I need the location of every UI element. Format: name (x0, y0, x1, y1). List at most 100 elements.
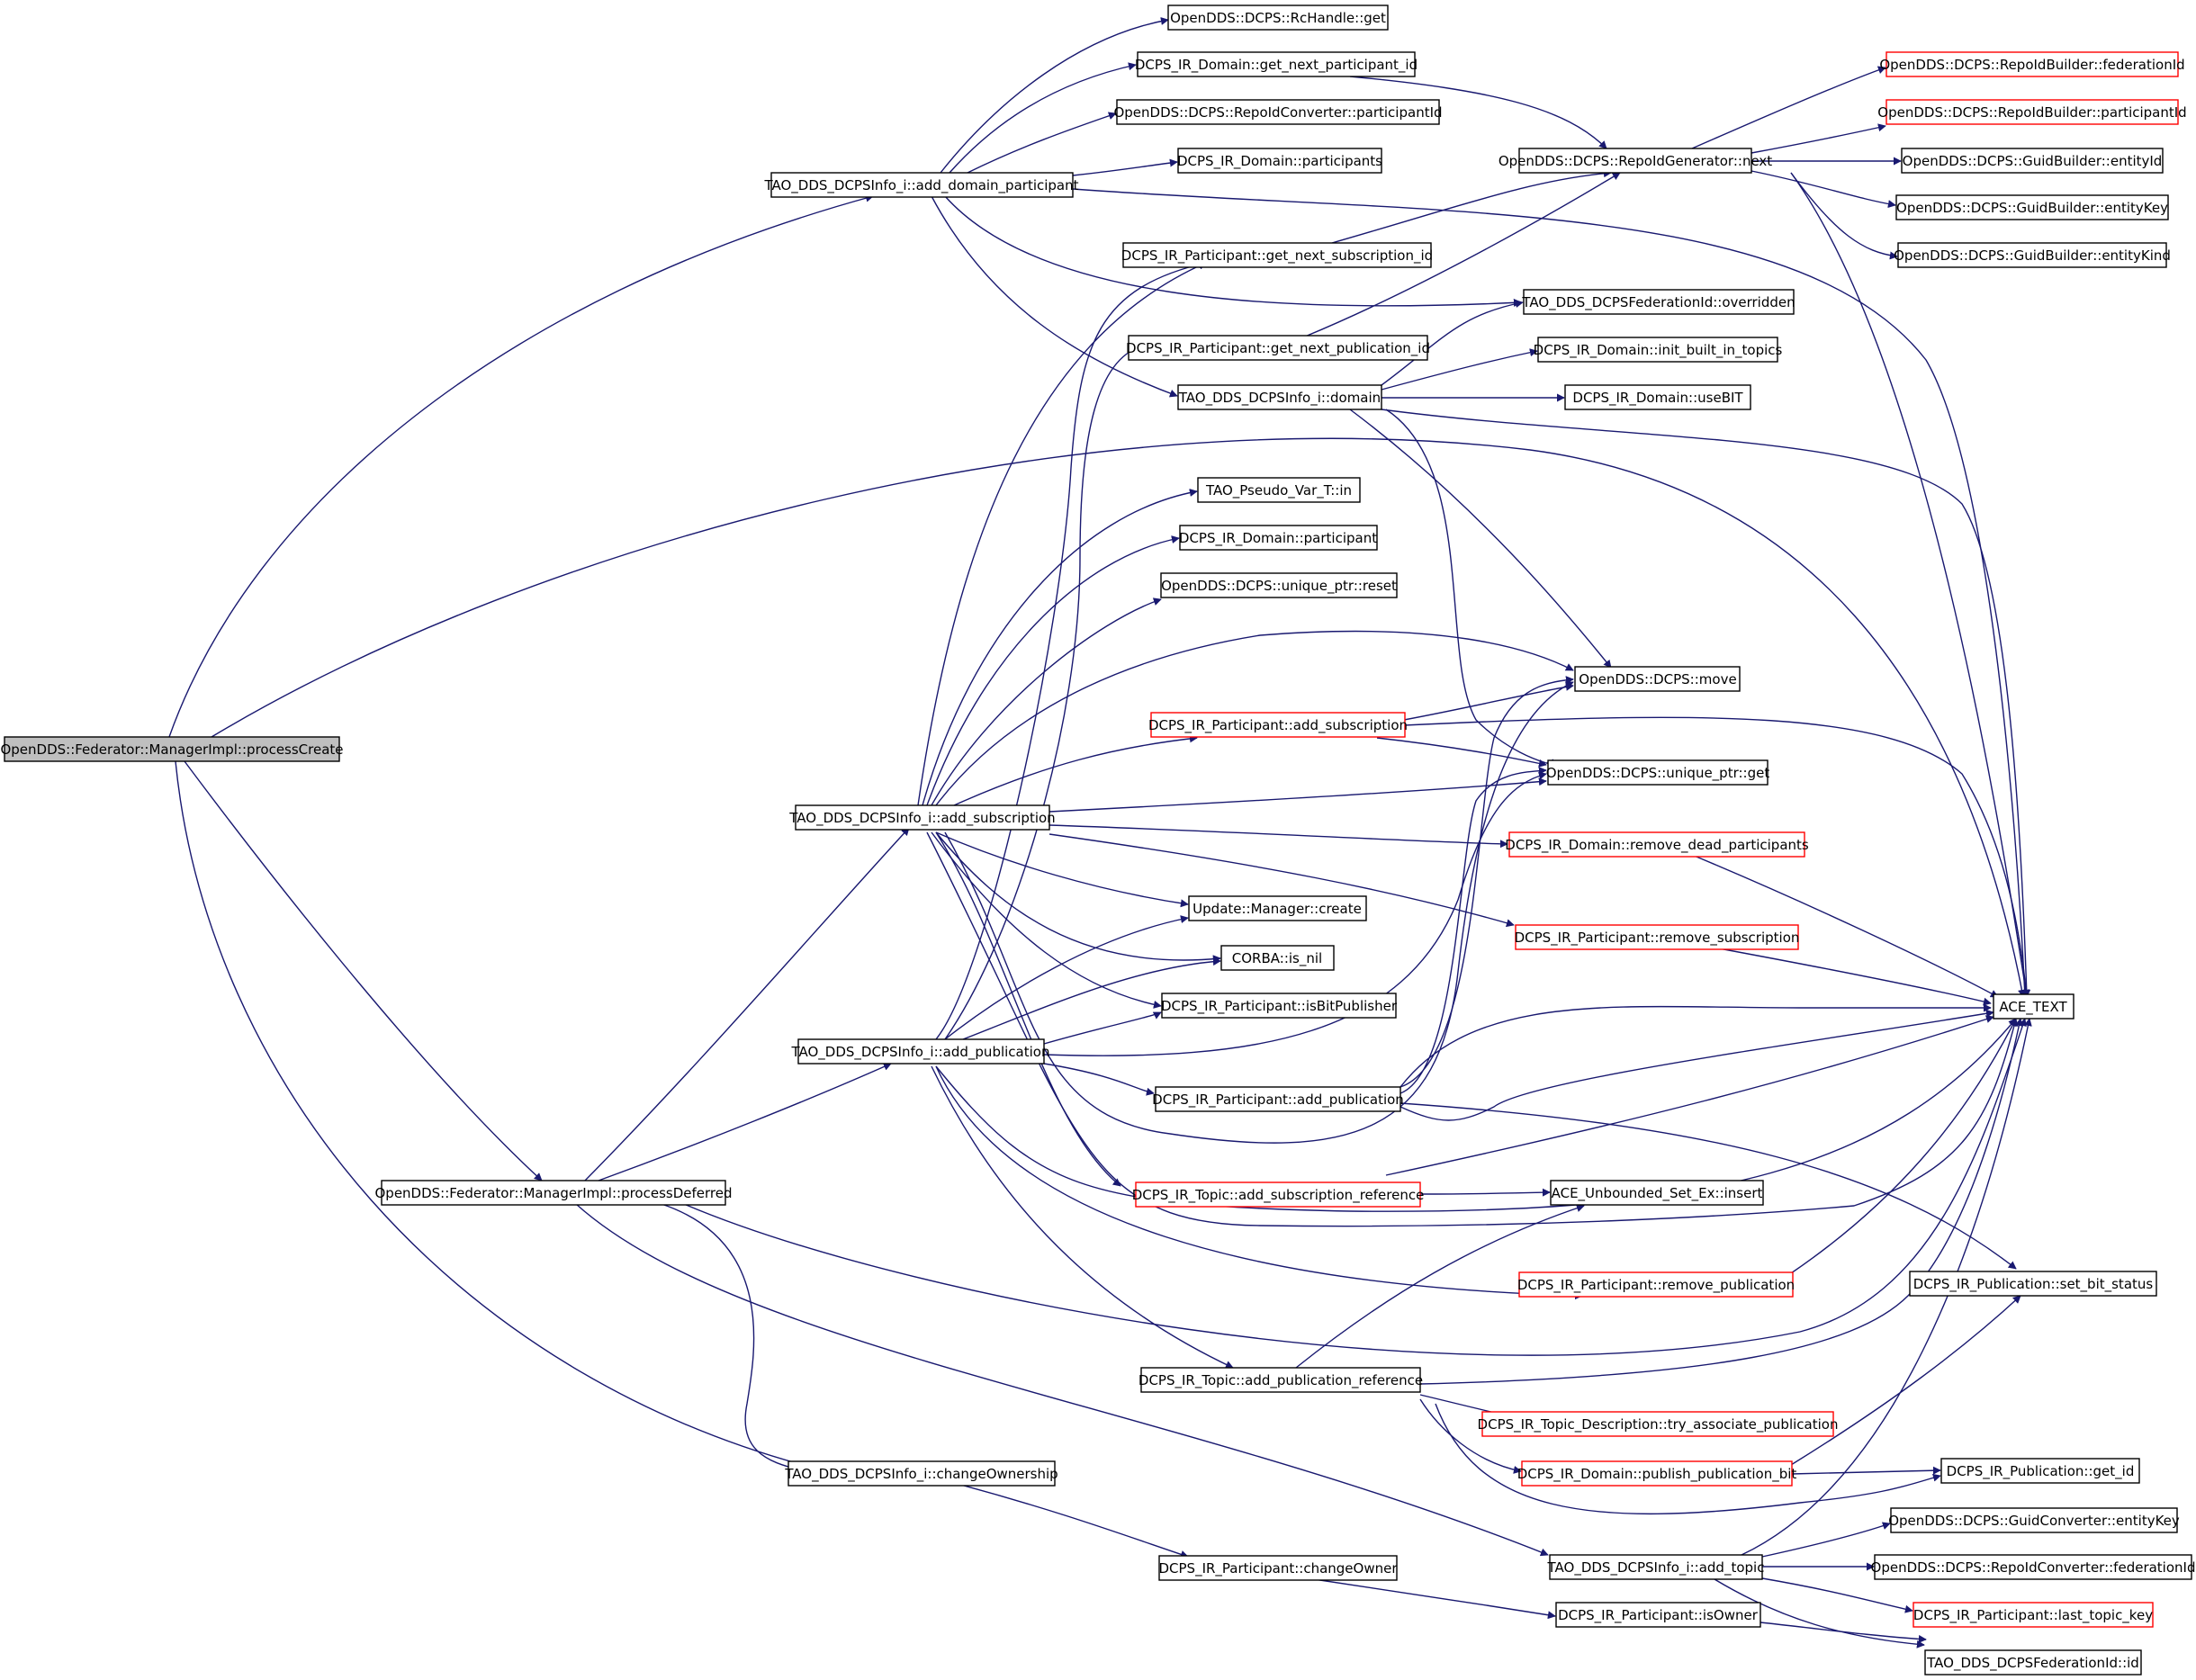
node-domain-init-built-in-topics[interactable]: DCPS_IR_Domain::init_built_in_topics (1534, 337, 1783, 363)
edge-addpub-get-next-subscription-id (935, 260, 1207, 1040)
node-label: DCPS_IR_Domain::publish_publication_bit (1517, 1466, 1797, 1483)
node-unbounded-set-insert[interactable]: ACE_Unbounded_Set_Ex::insert (1550, 1180, 1764, 1206)
node-repoidbuilder-federationid[interactable]: OpenDDS::DCPS::RepoIdBuilder::federation… (1879, 51, 2185, 77)
node-guidbuilder-entityid[interactable]: OpenDDS::DCPS::GuidBuilder::entityId (1901, 148, 2164, 174)
edge-changeownership-changeowner (953, 1482, 1189, 1559)
edge-removedead-ace-text (1691, 854, 1999, 998)
edge-publishpubbit-publication-get-id (1790, 1466, 1941, 1475)
node-unique-ptr-get[interactable]: OpenDDS::DCPS::unique_ptr::get (1546, 759, 1770, 786)
edge-infodomain-federationid-overridden (1381, 300, 1524, 386)
node-repoidconverter-federationid[interactable]: OpenDDS::DCPS::RepoIdConverter::federati… (1871, 1554, 2196, 1580)
node-label: DCPS_IR_Topic_Description::try_associate… (1478, 1416, 1839, 1433)
node-federationid-id[interactable]: TAO_DDS_DCPSFederationId::id (1924, 1649, 2142, 1676)
node-participant-add-publication[interactable]: DCPS_IR_Participant::add_publication (1152, 1086, 1404, 1112)
edge-addsub-ace-text (926, 831, 2019, 1227)
edge-adp-info-domain (931, 195, 1178, 398)
edge-processcreate-changeownership (175, 760, 824, 1473)
edge-addsub-dcps-move-lower (944, 681, 1574, 1144)
node-participant-changeowner[interactable]: DCPS_IR_Participant::changeOwner (1158, 1555, 1398, 1581)
node-dcps-move[interactable]: OpenDDS::DCPS::move (1574, 666, 1741, 692)
node-processdeferred[interactable]: OpenDDS::Federator::ManagerImpl::process… (374, 1180, 733, 1206)
edge-addsub-update-manager-create (935, 831, 1189, 908)
edge-repoidgenerator-guidbuilder-entitykey (1750, 170, 1896, 209)
node-domain-participant[interactable]: DCPS_IR_Domain::participant (1179, 525, 1378, 551)
node-ace-text[interactable]: ACE_TEXT (1993, 993, 2074, 1020)
node-label: DCPS_IR_Participant::add_subscription (1148, 717, 1408, 734)
node-participant-get-next-publication-id[interactable]: DCPS_IR_Participant::get_next_publicatio… (1126, 335, 1430, 361)
node-label: ACE_Unbounded_Set_Ex::insert (1552, 1185, 1763, 1202)
node-publication-set-bit-status[interactable]: DCPS_IR_Publication::set_bit_status (1909, 1271, 2157, 1297)
edge-changeowner-isowner (1313, 1578, 1556, 1620)
node-add-domain-participant[interactable]: TAO_DDS_DCPSInfo_i::add_domain_participa… (763, 172, 1079, 198)
node-label: Update::Manager::create (1192, 901, 1362, 917)
node-pseudo-var-in[interactable]: TAO_Pseudo_Var_T::in (1197, 477, 1361, 503)
node-processcreate[interactable]: OpenDDS::Federator::ManagerImpl::process… (0, 736, 344, 762)
edge-addsub-pseudo-var-in (922, 489, 1198, 806)
edge-processdeferred-ace-text (683, 1018, 2027, 1356)
node-repoidconverter-participantid[interactable]: OpenDDS::DCPS::RepoIdConverter::particip… (1113, 99, 1443, 125)
node-participant-remove-subscription[interactable]: DCPS_IR_Participant::remove_subscription (1515, 924, 1800, 950)
node-label: OpenDDS::Federator::ManagerImpl::process… (374, 1185, 732, 1201)
node-corba-is-nil[interactable]: CORBA::is_nil (1220, 945, 1335, 971)
edge-getnextparticipantid-repoidgenerator-next (1349, 76, 1607, 149)
node-domain-usebit[interactable]: DCPS_IR_Domain::useBIT (1564, 384, 1751, 410)
edge-removepub-ace-text (1790, 1018, 2017, 1274)
edge-partaddpub-set-bit-status (1400, 1102, 2017, 1270)
node-add-publication[interactable]: TAO_DDS_DCPSInfo_i::add_publication (791, 1038, 1050, 1065)
node-label: TAO_DDS_DCPSInfo_i::domain (1178, 390, 1381, 407)
node-update-manager-create[interactable]: Update::Manager::create (1188, 895, 1367, 921)
node-add-subscription[interactable]: TAO_DDS_DCPSInfo_i::add_subscription (788, 804, 1056, 831)
node-info-domain[interactable]: TAO_DDS_DCPSInfo_i::domain (1177, 384, 1382, 410)
node-topic-add-subscription-reference[interactable]: DCPS_IR_Topic::add_subscription_referenc… (1132, 1181, 1425, 1208)
edge-partaddpub-dcps-move (1400, 676, 1574, 1088)
node-participant-remove-publication[interactable]: DCPS_IR_Participant::remove_publication (1517, 1271, 1795, 1298)
node-label: ACE_TEXT (1999, 999, 2067, 1016)
node-label: DCPS_IR_Participant::remove_subscription (1515, 930, 1800, 947)
edge-addpub-update-manager-create (944, 915, 1189, 1040)
node-topic-add-publication-reference[interactable]: DCPS_IR_Topic::add_publication_reference (1138, 1367, 1423, 1393)
node-rchandle-get[interactable]: OpenDDS::DCPS::RcHandle::get (1167, 4, 1389, 31)
node-guidbuilder-entitykey[interactable]: OpenDDS::DCPS::GuidBuilder::entityKey (1895, 194, 2169, 220)
edge-processdeferred-changeownership (661, 1203, 804, 1473)
node-label: DCPS_IR_Domain::get_next_participant_id (1135, 57, 1418, 74)
node-domain-get-next-participant-id[interactable]: DCPS_IR_Domain::get_next_participant_id (1135, 51, 1418, 77)
node-guidbuilder-entitykind[interactable]: OpenDDS::DCPS::GuidBuilder::entityKind (1894, 242, 2171, 268)
node-domain-publish-publication-bit[interactable]: DCPS_IR_Domain::publish_publication_bit (1517, 1460, 1797, 1487)
node-participant-get-next-subscription-id[interactable]: DCPS_IR_Participant::get_next_subscripti… (1121, 242, 1433, 268)
node-guidconverter-entitykey[interactable]: OpenDDS::DCPS::GuidConverter::entityKey (1888, 1507, 2180, 1533)
edge-addsub-dcps-move (935, 630, 1574, 806)
edge-processdeferred-add-topic (575, 1203, 1549, 1557)
call-edges (168, 17, 2032, 1649)
node-participant-add-subscription[interactable]: DCPS_IR_Participant::add_subscription (1148, 712, 1408, 738)
node-unique-ptr-reset[interactable]: OpenDDS::DCPS::unique_ptr::reset (1160, 572, 1398, 598)
node-label: DCPS_IR_Domain::participant (1179, 530, 1377, 547)
node-change-ownership[interactable]: TAO_DDS_DCPSInfo_i::changeOwnership (784, 1460, 1058, 1487)
node-topic-description-try-associate-publication[interactable]: DCPS_IR_Topic_Description::try_associate… (1478, 1411, 1839, 1437)
node-repoidgenerator-next[interactable]: OpenDDS::DCPS::RepoIdGenerator::next (1498, 148, 1772, 174)
edge-addsub-get-next-subscription-id (917, 262, 1207, 806)
node-federationid-overridden[interactable]: TAO_DDS_DCPSFederationId::overridden (1521, 289, 1796, 315)
edge-isowner-federationid-id (1760, 1622, 1927, 1643)
node-label: DCPS_IR_Domain::useBIT (1572, 390, 1743, 407)
node-label: DCPS_IR_Participant::get_next_subscripti… (1121, 247, 1433, 265)
node-domain-remove-dead-participants[interactable]: DCPS_IR_Domain::remove_dead_participants (1505, 831, 1809, 858)
node-label: OpenDDS::DCPS::RepoIdGenerator::next (1498, 153, 1772, 169)
node-participant-isbitpublisher[interactable]: DCPS_IR_Participant::isBitPublisher (1161, 993, 1398, 1019)
edge-addsub-isbitpublisher (931, 831, 1162, 1009)
node-domain-participants[interactable]: DCPS_IR_Domain::participants (1177, 148, 1382, 174)
edge-topicaddsubref-unbounded-set-insert (1419, 1188, 1551, 1197)
node-label: OpenDDS::Federator::ManagerImpl::process… (0, 741, 343, 758)
node-info-add-topic[interactable]: TAO_DDS_DCPSInfo_i::add_topic (1547, 1554, 1765, 1580)
node-publication-get-id[interactable]: DCPS_IR_Publication::get_id (1940, 1458, 2140, 1484)
call-nodes: OpenDDS::Federator::ManagerImpl::process… (0, 4, 2196, 1676)
edge-processdeferred-add-publication (598, 1063, 892, 1181)
edge-addsub-participant-add-subscription (953, 734, 1198, 806)
edge-processcreate-ace-text (211, 437, 2026, 998)
edge-repoidgenerator-repoidbuilder-federationid (1691, 66, 1886, 149)
node-repoidbuilder-participantid[interactable]: OpenDDS::DCPS::RepoIdBuilder::participan… (1877, 99, 2187, 125)
node-participant-last-topic-key[interactable]: DCPS_IR_Participant::last_topic_key (1912, 1602, 2154, 1628)
node-label: DCPS_IR_Topic::add_subscription_referenc… (1132, 1187, 1425, 1204)
edge-adp-get-next-participant-id (949, 62, 1137, 174)
node-participant-isowner[interactable]: DCPS_IR_Participant::isOwner (1555, 1602, 1761, 1628)
node-label: OpenDDS::DCPS::RepoIdBuilder::federation… (1879, 57, 2184, 73)
